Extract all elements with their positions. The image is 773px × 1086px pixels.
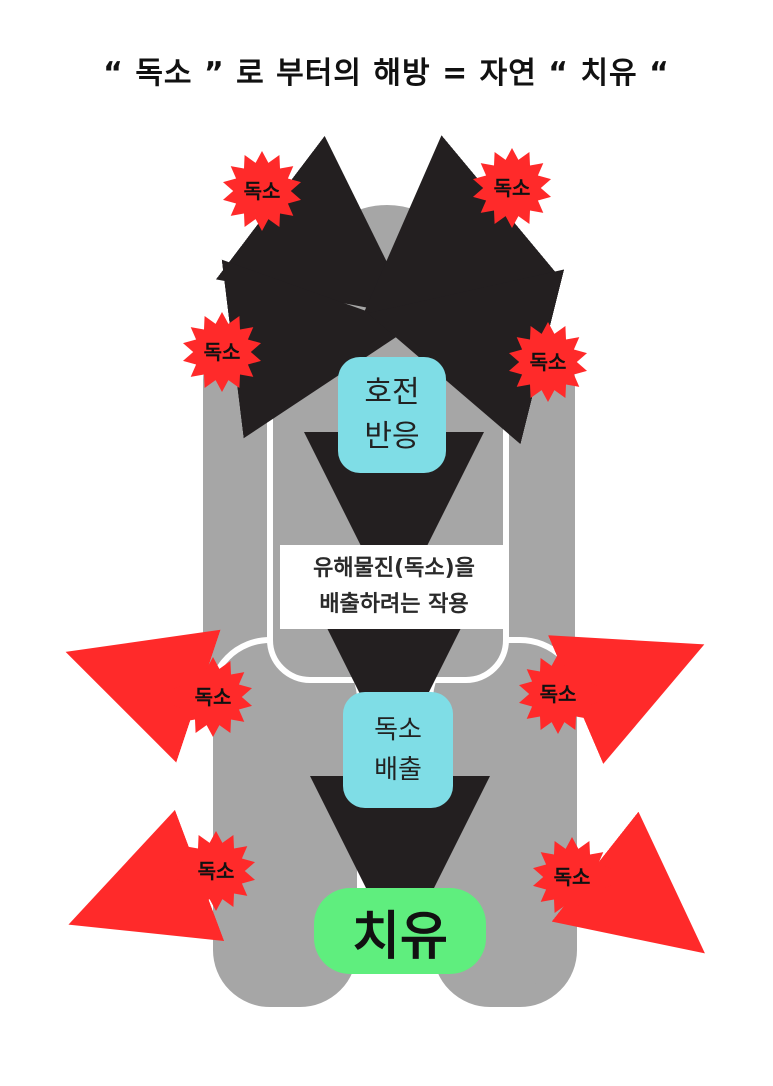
toxin-burst: 독소 (533, 837, 611, 917)
toxin-burst: 독소 (509, 322, 587, 402)
toxin-release-line1: 독소 (374, 715, 422, 745)
outward-arrow (551, 811, 705, 954)
inward-arrow (221, 259, 412, 439)
inward-arrows (215, 135, 565, 445)
toxin-burst: 독소 (183, 312, 261, 392)
toxin-burst: 독소 (473, 148, 551, 228)
flow-arrows (304, 432, 490, 956)
healing-label: 치유 (352, 906, 448, 967)
toxin-label: 독소 (554, 865, 591, 889)
effect-line1: 유해물진(독소)을 (313, 556, 475, 581)
inward-arrow (367, 269, 565, 445)
inward-arrow (360, 135, 557, 320)
outward-arrow (548, 635, 705, 764)
page-title: “ 독소 ” 로 부터의 해방 = 자연 “ 치유 “ (103, 56, 670, 91)
reaction-line2: 반응 (364, 419, 420, 454)
toxin-burst: 독소 (519, 654, 597, 734)
burst-shape (519, 654, 597, 734)
toxin-label: 독소 (540, 682, 577, 706)
burst-shape (473, 148, 551, 228)
toxin-release-line2: 배출 (374, 755, 422, 785)
burst-shape (174, 657, 252, 737)
toxin-label: 독소 (195, 685, 232, 709)
outward-arrow (68, 809, 225, 941)
effect-line2: 배출하려는 작용 (319, 592, 469, 617)
burst-shape (533, 837, 611, 917)
toxin-label: 독소 (198, 859, 235, 883)
burst-shape (223, 151, 301, 231)
toxin-label: 독소 (204, 340, 241, 364)
toxin-burst: 독소 (177, 831, 255, 911)
toxin-label: 독소 (494, 176, 531, 200)
outward-arrow (65, 629, 221, 763)
toxin-label: 독소 (244, 179, 281, 203)
toxin-burst: 독소 (223, 151, 301, 231)
reaction-line1: 호전 (364, 375, 420, 410)
burst-shape (183, 312, 261, 392)
inward-arrow (215, 135, 414, 317)
toxin-label: 독소 (530, 350, 567, 374)
burst-shape (177, 831, 255, 911)
toxin-burst: 독소 (174, 657, 252, 737)
outward-arrows (65, 629, 705, 954)
burst-shape (509, 322, 587, 402)
healing-box: 치유 (314, 888, 486, 974)
